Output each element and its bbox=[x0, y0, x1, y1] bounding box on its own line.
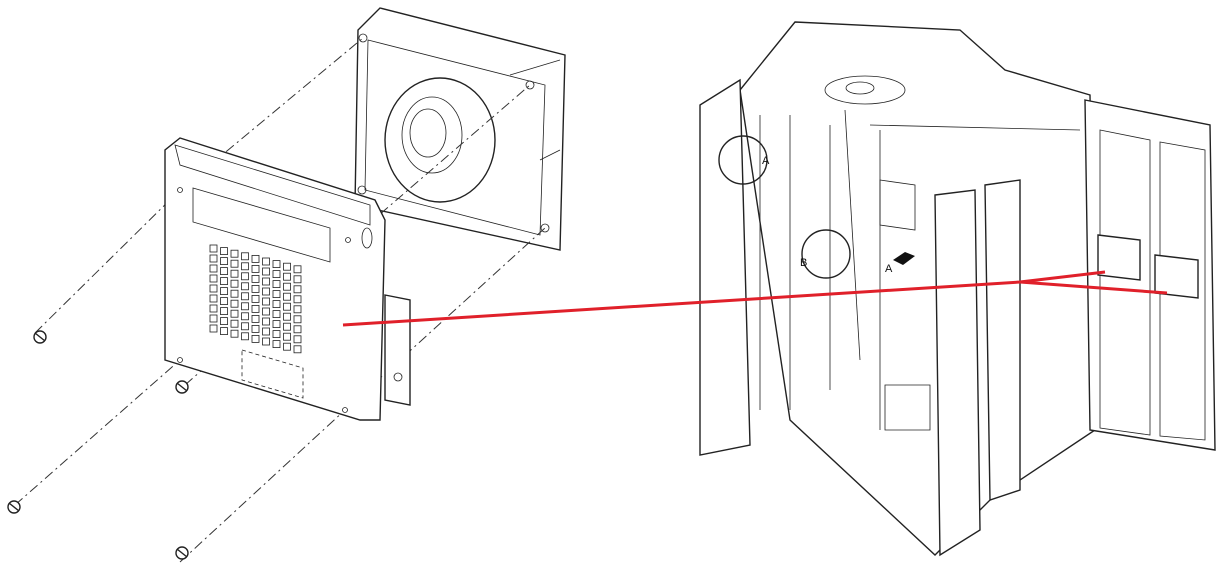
callout-b: B bbox=[800, 257, 807, 269]
vent-hole bbox=[283, 262, 291, 271]
vent-hole bbox=[283, 302, 291, 311]
vent-hole bbox=[262, 327, 270, 336]
vent-hole bbox=[251, 314, 260, 323]
vent-hole bbox=[293, 285, 302, 294]
vent-hole bbox=[241, 252, 249, 261]
vent-hole bbox=[262, 337, 270, 346]
vent-hole bbox=[220, 287, 228, 296]
vent-hole bbox=[241, 292, 249, 301]
vent-hole bbox=[283, 292, 291, 301]
vent-hole bbox=[241, 312, 249, 321]
vent-hole bbox=[220, 247, 228, 256]
vent-hole bbox=[293, 315, 302, 324]
vent-hole bbox=[293, 295, 302, 304]
vent-hole bbox=[272, 320, 281, 329]
vent-hole bbox=[230, 299, 239, 308]
vent-hole bbox=[293, 265, 302, 274]
vent-hole bbox=[241, 322, 249, 331]
vent-hole bbox=[272, 300, 281, 309]
vent-hole bbox=[220, 277, 228, 286]
vent-hole bbox=[251, 254, 260, 263]
vent-hole bbox=[230, 309, 239, 318]
vent-hole bbox=[262, 277, 270, 286]
detail-a-circle bbox=[718, 135, 768, 185]
vent-hole bbox=[251, 264, 260, 273]
fan-unit bbox=[354, 7, 566, 251]
vent-hole bbox=[209, 274, 218, 283]
vent-hole bbox=[241, 262, 249, 271]
vent-hole bbox=[251, 304, 260, 313]
vent-hole bbox=[272, 270, 281, 279]
vent-hole bbox=[283, 322, 291, 331]
vent-hole bbox=[262, 317, 270, 326]
cabinet: A B A bbox=[699, 21, 1216, 557]
screw-icon bbox=[175, 380, 189, 394]
vent-hole bbox=[220, 327, 228, 336]
vent-hole bbox=[283, 332, 291, 341]
vent-hole bbox=[230, 269, 239, 278]
vent-hole bbox=[209, 314, 218, 323]
vent-hole bbox=[283, 312, 291, 321]
arrow-icon bbox=[893, 252, 915, 265]
callout-a-arrow: A bbox=[885, 263, 893, 275]
leader-lines bbox=[342, 270, 1168, 327]
vent-hole bbox=[230, 289, 239, 298]
vent-hole bbox=[251, 294, 260, 303]
vent-hole bbox=[262, 297, 270, 306]
vent-hole bbox=[230, 259, 239, 268]
screw-icon bbox=[33, 330, 47, 344]
vent-hole bbox=[272, 340, 281, 349]
vent-hole bbox=[251, 324, 260, 333]
vent-hole bbox=[241, 282, 249, 291]
vent-hole bbox=[293, 325, 302, 334]
vent-hole bbox=[209, 264, 218, 273]
vent-grille bbox=[209, 244, 302, 354]
vent-hole bbox=[283, 342, 291, 351]
vent-hole bbox=[293, 335, 302, 344]
vent-hole bbox=[251, 274, 260, 283]
vent-hole bbox=[272, 310, 281, 319]
vent-hole bbox=[209, 324, 218, 333]
vent-hole bbox=[220, 317, 228, 326]
vent-hole bbox=[272, 280, 281, 289]
vent-hole bbox=[293, 305, 302, 314]
vent-hole bbox=[209, 254, 218, 263]
vent-hole bbox=[209, 244, 218, 253]
vent-hole bbox=[209, 284, 218, 293]
vent-hole bbox=[220, 267, 228, 276]
vent-hole bbox=[262, 257, 270, 266]
vent-hole bbox=[283, 282, 291, 291]
vent-hole bbox=[230, 279, 239, 288]
vent-hole bbox=[272, 260, 281, 269]
vent-hole bbox=[251, 334, 260, 343]
screws bbox=[7, 330, 189, 560]
vent-hole bbox=[220, 257, 228, 266]
vent-hole bbox=[230, 319, 239, 328]
vent-hole bbox=[272, 290, 281, 299]
vent-hole bbox=[220, 297, 228, 306]
vent-hole bbox=[230, 249, 239, 258]
vent-hole bbox=[272, 330, 281, 339]
vent-hole bbox=[293, 275, 302, 284]
vent-hole bbox=[262, 267, 270, 276]
detail-b-circle bbox=[801, 229, 851, 279]
screw-icon bbox=[175, 546, 189, 560]
vent-hole bbox=[241, 332, 249, 341]
callout-a-top: A bbox=[762, 155, 770, 167]
vent-hole bbox=[251, 284, 260, 293]
vent-hole bbox=[262, 307, 270, 316]
vent-hole bbox=[283, 272, 291, 281]
vent-hole bbox=[209, 304, 218, 313]
screw-icon bbox=[7, 500, 21, 514]
vent-hole bbox=[293, 345, 302, 354]
vent-hole bbox=[230, 329, 239, 338]
vent-hole bbox=[262, 287, 270, 296]
vent-hole bbox=[241, 302, 249, 311]
vent-hole bbox=[220, 307, 228, 316]
vent-hole bbox=[241, 272, 249, 281]
vent-hole bbox=[209, 294, 218, 303]
